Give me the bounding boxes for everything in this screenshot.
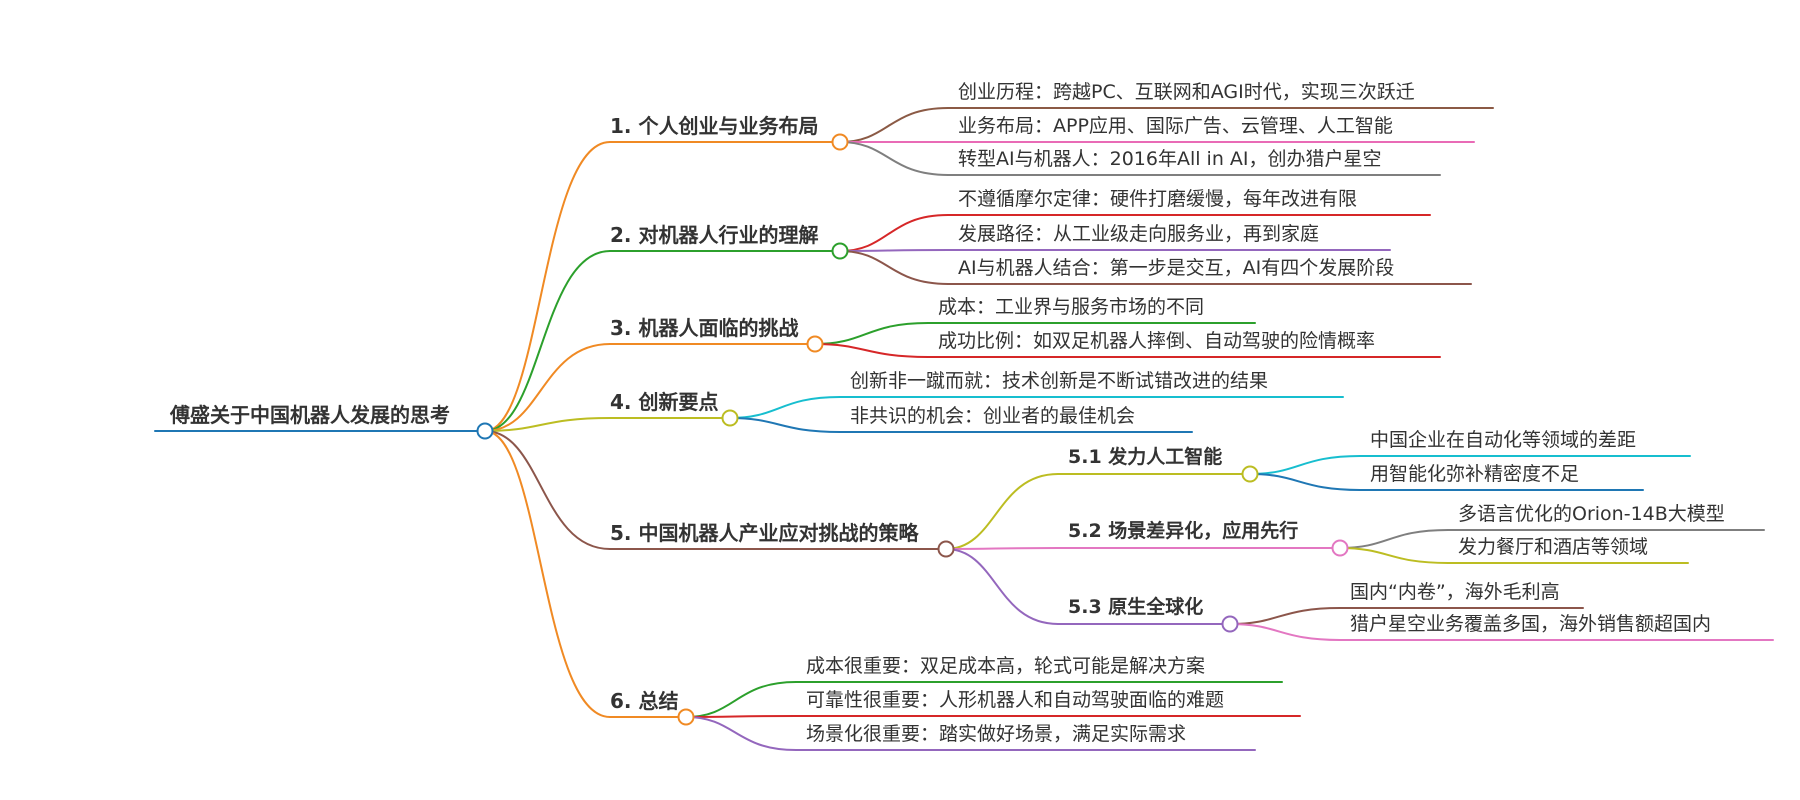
sub-connector <box>945 548 1059 625</box>
branch-node-dot[interactable] <box>831 133 849 151</box>
leaf-connector <box>1249 473 1361 491</box>
leaf-connector <box>814 322 929 345</box>
branch-topic[interactable]: 4. 创新要点 <box>610 390 719 414</box>
leaf-connector <box>1339 547 1449 564</box>
leaf-connector <box>814 343 929 358</box>
root-node-dot[interactable] <box>476 422 494 440</box>
leaf-topic[interactable]: 不遵循摩尔定律：硬件打磨缓慢，每年改进有限 <box>958 188 1358 210</box>
leaf-connector <box>685 715 797 718</box>
leaf-connector <box>839 141 949 176</box>
root-topic[interactable]: 傅盛关于中国机器人发展的思考 <box>170 403 450 427</box>
leaf-topic[interactable]: 业务布局：APP应用、国际广告、云管理、人工智能 <box>958 115 1393 137</box>
leaf-topic[interactable]: 猎户星空业务覆盖多国，海外销售额超国内 <box>1350 613 1712 635</box>
sub-connector <box>945 473 1059 550</box>
sub-topic[interactable]: 5.2 场景差异化，应用先行 <box>1068 520 1299 542</box>
branch-topic[interactable]: 2. 对机器人行业的理解 <box>610 223 819 247</box>
leaf-connector <box>729 396 841 419</box>
leaf-connector <box>1249 455 1361 475</box>
branch-topic[interactable]: 5. 中国机器人产业应对挑战的策略 <box>610 521 919 545</box>
leaf-topic[interactable]: 国内“内卷”，海外毛利高 <box>1350 581 1560 603</box>
sub-node-dot[interactable] <box>1221 615 1239 633</box>
branch-connector <box>484 430 611 550</box>
leaf-topic[interactable]: 非共识的机会：创业者的最佳机会 <box>850 405 1136 427</box>
sub-node-dot[interactable] <box>1241 465 1259 483</box>
leaf-topic[interactable]: 多语言优化的Orion-14B大模型 <box>1458 503 1725 525</box>
leaf-connector <box>729 417 841 433</box>
leaf-topic[interactable]: 发展路径：从工业级走向服务业，再到家庭 <box>958 223 1320 245</box>
leaf-connector <box>685 716 797 751</box>
leaf-topic[interactable]: 成功比例：如双足机器人摔倒、自动驾驶的险情概率 <box>938 330 1376 352</box>
sub-connector <box>945 547 1059 550</box>
leaf-connector <box>839 250 949 285</box>
branch-node-dot[interactable] <box>831 242 849 260</box>
leaf-connector <box>1229 607 1341 625</box>
branch-node-dot[interactable] <box>677 708 695 726</box>
leaf-topic[interactable]: 发力餐厅和酒店等领域 <box>1458 536 1649 558</box>
branch-connector <box>484 343 611 432</box>
leaf-topic[interactable]: 转型AI与机器人：2016年All in AI，创办猎户星空 <box>958 148 1382 170</box>
branch-node-dot[interactable] <box>721 409 739 427</box>
branch-topic[interactable]: 3. 机器人面临的挑战 <box>610 316 799 340</box>
leaf-connector <box>839 214 949 252</box>
branch-node-dot[interactable] <box>806 335 824 353</box>
leaf-topic[interactable]: 成本：工业界与服务市场的不同 <box>938 296 1205 318</box>
branch-node-dot[interactable] <box>937 540 955 558</box>
sub-topic[interactable]: 5.1 发力人工智能 <box>1068 446 1223 468</box>
branch-connector <box>484 141 611 432</box>
leaf-topic[interactable]: 成本很重要：双足成本高，轮式可能是解决方案 <box>806 655 1206 677</box>
branch-topic[interactable]: 6. 总结 <box>610 689 679 713</box>
leaf-connector <box>1229 623 1341 641</box>
leaf-connector <box>685 681 797 718</box>
sub-topic[interactable]: 5.3 原生全球化 <box>1068 596 1204 618</box>
branch-connector <box>484 430 611 718</box>
leaf-topic[interactable]: AI与机器人结合：第一步是交互，AI有四个发展阶段 <box>958 257 1395 279</box>
leaf-topic[interactable]: 场景化很重要：踏实做好场景，满足实际需求 <box>806 723 1187 745</box>
branch-topic[interactable]: 1. 个人创业与业务布局 <box>610 114 819 138</box>
branch-connector <box>484 250 611 432</box>
leaf-topic[interactable]: 中国企业在自动化等领域的差距 <box>1370 429 1637 451</box>
leaf-topic[interactable]: 创业历程：跨越PC、互联网和AGI时代，实现三次跃迁 <box>958 81 1415 103</box>
leaf-topic[interactable]: 可靠性很重要：人形机器人和自动驾驶面临的难题 <box>806 689 1225 711</box>
leaf-connector <box>839 107 949 143</box>
sub-node-dot[interactable] <box>1331 539 1349 557</box>
branch-connector <box>484 417 611 432</box>
leaf-topic[interactable]: 用智能化弥补精密度不足 <box>1370 463 1580 485</box>
leaf-topic[interactable]: 创新非一蹴而就：技术创新是不断试错改进的结果 <box>850 370 1269 392</box>
leaf-connector <box>839 249 949 252</box>
leaf-connector <box>1339 529 1449 549</box>
